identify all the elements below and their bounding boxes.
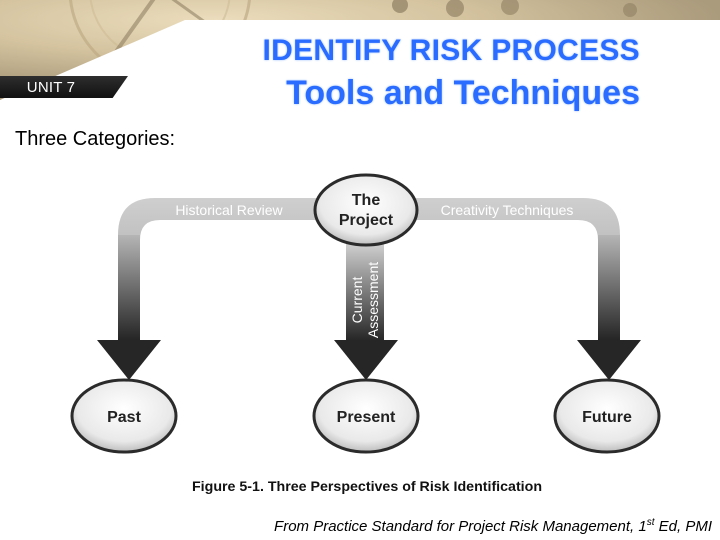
right-arm-label: Creativity Techniques: [441, 202, 574, 218]
section-heading: Three Categories:: [15, 128, 176, 150]
credit-superscript: st: [646, 517, 655, 528]
credit-text: From Practice Standard for Project Risk …: [274, 518, 647, 535]
right-arrow-stem: [598, 235, 620, 345]
credit-suffix: Ed, PMI: [654, 518, 712, 535]
past-node-label: Past: [107, 409, 141, 426]
unit-tag: UNIT 7: [0, 76, 128, 98]
future-node-label: Future: [582, 409, 632, 426]
right-arrow-arm: [390, 198, 620, 345]
present-node-label: Present: [337, 409, 396, 426]
left-arrowhead: [97, 340, 161, 380]
present-node: [312, 378, 420, 454]
left-arrow-arm: [118, 198, 340, 345]
figure-caption: Figure 5-1. Three Perspectives of Risk I…: [192, 478, 542, 494]
unit-label: UNIT 7: [26, 78, 76, 96]
project-node-label-line2: Project: [339, 212, 394, 229]
source-credit: From Practice Standard for Project Risk …: [190, 517, 712, 535]
project-node: [313, 173, 419, 247]
header-white-panel: [0, 20, 720, 100]
past-node: [70, 378, 178, 454]
page-subtitle: Tools and Techniques: [286, 74, 640, 112]
risk-perspectives-diagram: Historical Review Creativity Techniques …: [70, 173, 661, 494]
center-arrow-stem: [346, 240, 384, 345]
left-arrow-stem: [118, 235, 140, 345]
left-arm-label: Historical Review: [175, 202, 283, 218]
center-arrowhead: [334, 340, 398, 380]
right-arrowhead: [577, 340, 641, 380]
future-node: [553, 378, 661, 454]
center-stem-label-line2: Assessment: [365, 262, 381, 338]
page-title: IDENTIFY RISK PROCESS: [262, 34, 640, 67]
center-stem-label-line1: Current: [349, 277, 365, 324]
project-node-label-line1: The: [352, 192, 381, 209]
